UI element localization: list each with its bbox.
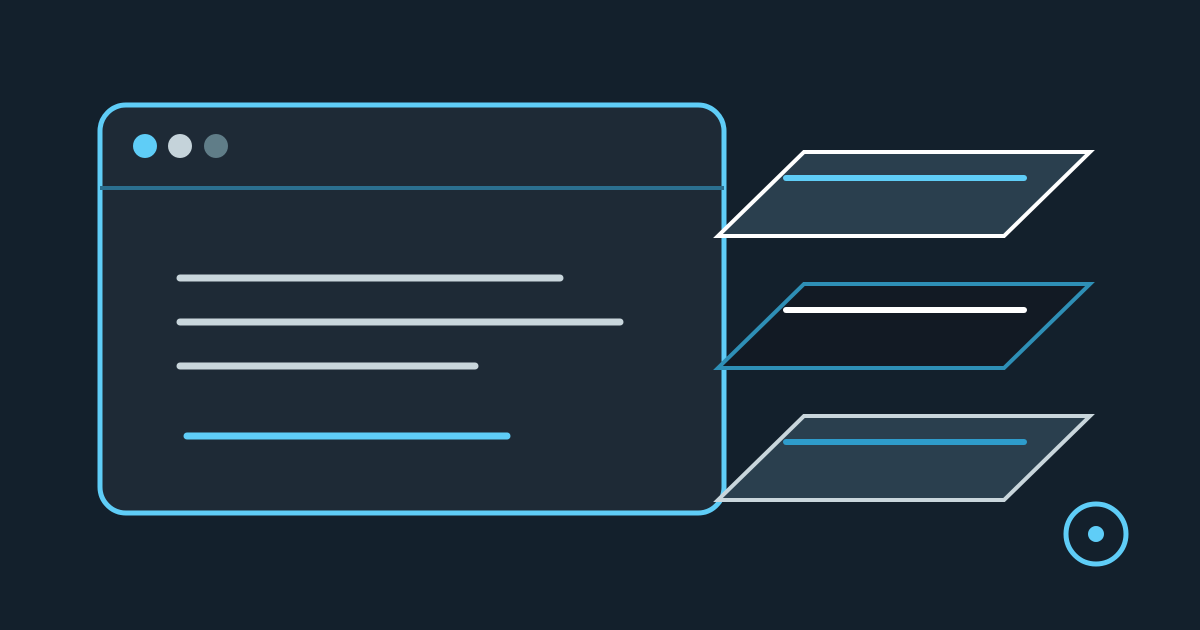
layer-middle-card (713, 282, 1095, 370)
target-icon-center (1088, 526, 1104, 542)
window-dot-tertiary (204, 134, 228, 158)
layer-top-card (713, 150, 1095, 238)
browser-window (97, 102, 727, 516)
layer-bottom (713, 414, 1095, 502)
window-dot-primary (133, 134, 157, 158)
layer-middle (713, 282, 1095, 370)
window-dot-secondary (168, 134, 192, 158)
window-frame (97, 102, 727, 516)
target-icon-ring (1063, 501, 1129, 567)
layer-bottom-card (713, 414, 1095, 502)
layer-top (713, 150, 1095, 238)
target-icon (1063, 501, 1129, 567)
